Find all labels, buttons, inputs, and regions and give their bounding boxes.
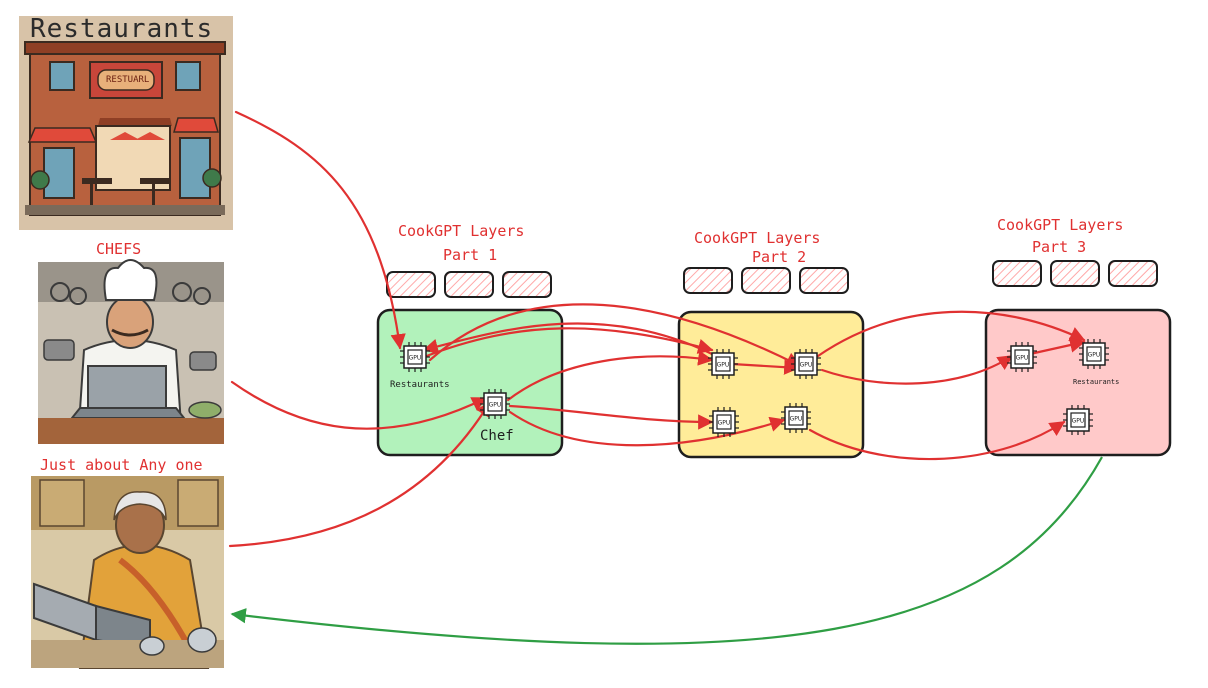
gpu-chip-text: GPU bbox=[718, 420, 731, 427]
gpu-chip-icon: GPU bbox=[1079, 339, 1109, 369]
grandmother-illustration bbox=[31, 476, 224, 669]
gpu-chip-text: GPU bbox=[489, 402, 502, 409]
gpu-chip-text: GPU bbox=[717, 362, 730, 369]
gpu-chip-text: GPU bbox=[409, 355, 422, 362]
gpu-chip-icon: GPU bbox=[400, 342, 430, 372]
layer-box bbox=[1050, 260, 1100, 287]
layer-box bbox=[386, 271, 436, 298]
chef-illustration bbox=[38, 259, 224, 444]
gpu-chip-icon: GPU bbox=[708, 349, 738, 379]
arrow-restaurant-to-p1 bbox=[234, 110, 406, 350]
node-label-restaurants-p3: Restaurants bbox=[1073, 378, 1120, 386]
part2-layers bbox=[683, 267, 849, 294]
gpu-chip-text: GPU bbox=[1072, 418, 1085, 425]
part3-layers bbox=[992, 260, 1158, 287]
gpu-chip-text: GPU bbox=[790, 416, 803, 423]
gpu-chip-icon: GPU bbox=[791, 349, 821, 379]
part3-title-line2: Part 3 bbox=[1032, 238, 1087, 256]
part1-title-line2: Part 1 bbox=[443, 246, 498, 264]
node-label-restaurants: Restaurants bbox=[390, 380, 450, 390]
arrow-p2b-to-p3a bbox=[820, 354, 1014, 385]
restaurant-illustration bbox=[19, 16, 233, 230]
layer-box bbox=[741, 267, 791, 294]
arrow-p2a-to-p2b bbox=[730, 359, 800, 375]
gpu-nodes: GPU GPU GPU GPU GPU GPU GPU GPU GPU bbox=[400, 339, 1109, 437]
arrow-chef-to-p1 bbox=[230, 380, 488, 430]
part1-title-line1: CookGPT Layers bbox=[398, 222, 525, 240]
arrow-p1a-to-p2a bbox=[422, 327, 714, 359]
part2-title-line2: Part 2 bbox=[752, 248, 807, 266]
part3-title-line1: CookGPT Layers bbox=[997, 216, 1124, 234]
part2-title-line1: CookGPT Layers bbox=[694, 229, 821, 247]
arrow-p3-to-anyone bbox=[230, 456, 1103, 645]
arrow-p1a-to-p2b bbox=[428, 303, 802, 368]
arrow-anyone-to-p1 bbox=[228, 400, 492, 548]
gpu-chip-icon: GPU bbox=[1007, 342, 1037, 372]
layer-box bbox=[502, 271, 552, 298]
chef-caption: CHEFS bbox=[96, 240, 142, 258]
arrow-p2b-to-p3b bbox=[816, 310, 1086, 358]
arrow-p1b-to-p2a bbox=[506, 350, 714, 402]
part2-box bbox=[677, 310, 865, 459]
gpu-chip-icon: GPU bbox=[709, 407, 739, 437]
anyone-caption: Just about Any one bbox=[40, 456, 203, 474]
arrow-p3a-to-p3b bbox=[1028, 337, 1086, 356]
restaurant-sign: RESTUARL bbox=[106, 75, 150, 85]
gpu-chip-icon: GPU bbox=[480, 389, 510, 419]
node-label-chef: Chef bbox=[480, 428, 514, 444]
arrow-p2d-to-p3c bbox=[808, 420, 1066, 461]
layer-box bbox=[683, 267, 733, 294]
layer-box bbox=[1108, 260, 1158, 287]
gpu-chip-text: GPU bbox=[1088, 352, 1101, 359]
part1-layers bbox=[386, 271, 552, 298]
gpu-chip-icon: GPU bbox=[1063, 405, 1093, 435]
layer-box bbox=[992, 260, 1042, 287]
restaurant-title: Restaurants bbox=[30, 14, 214, 44]
layer-box bbox=[444, 271, 494, 298]
arrow-p1b-to-p2d bbox=[508, 410, 786, 447]
arrow-p2a-to-p1a bbox=[422, 322, 714, 356]
gpu-chip-text: GPU bbox=[1016, 355, 1029, 362]
arrow-p1b-to-p2c bbox=[508, 404, 714, 430]
layer-box bbox=[799, 267, 849, 294]
gpu-chip-icon: GPU bbox=[781, 403, 811, 433]
gpu-chip-text: GPU bbox=[800, 362, 813, 369]
